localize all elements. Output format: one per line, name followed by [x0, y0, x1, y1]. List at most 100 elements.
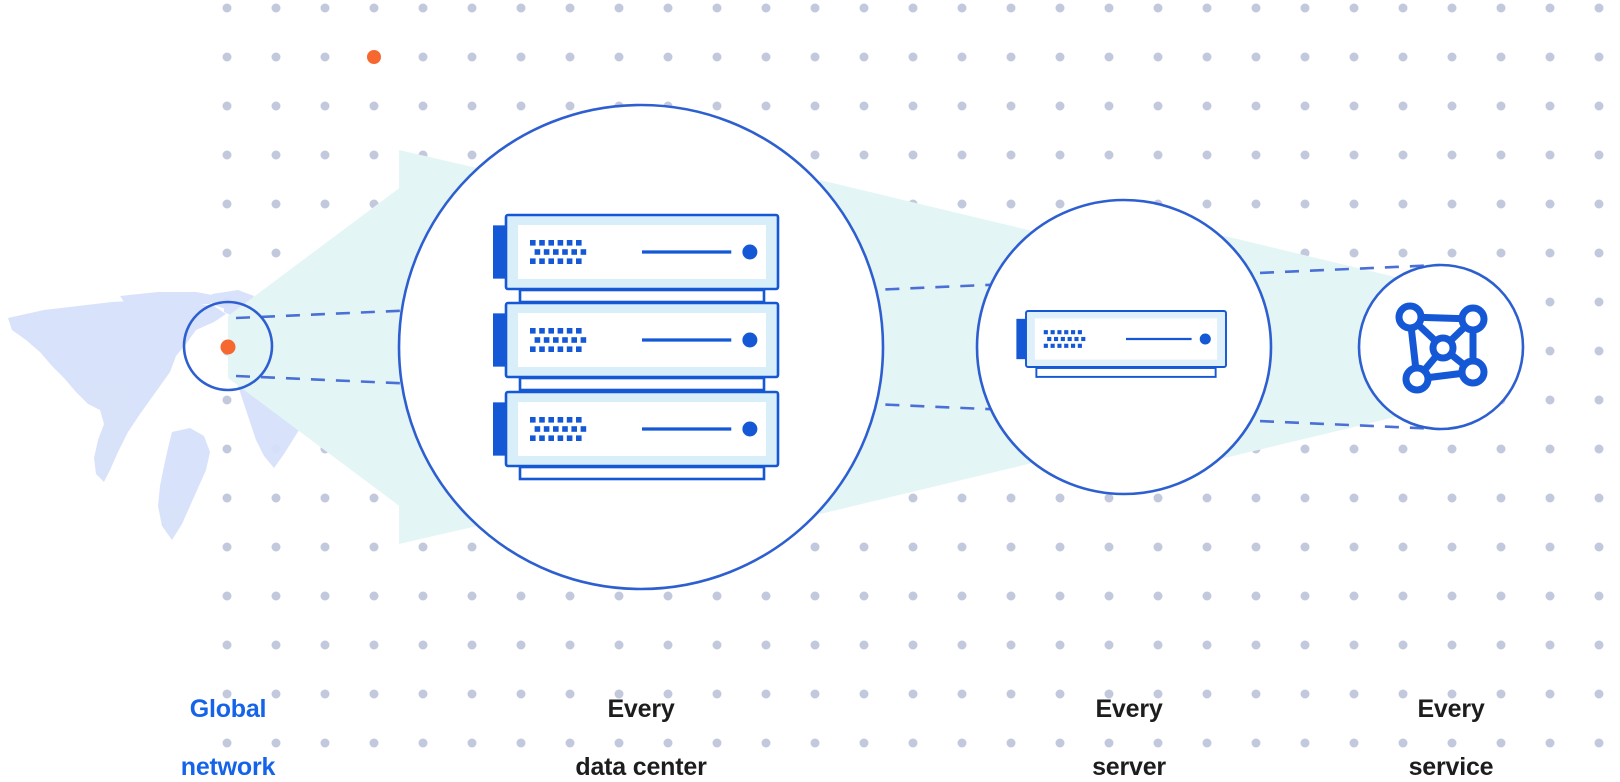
- server-led: [580, 249, 587, 255]
- grid-dot: [516, 52, 526, 62]
- label-every-service-line2: service: [1408, 753, 1494, 781]
- grid-dot: [1594, 640, 1604, 650]
- grid-dot: [1447, 3, 1457, 13]
- grid-dot: [1202, 689, 1212, 699]
- grid-dot: [1496, 444, 1506, 454]
- server-led: [548, 258, 554, 264]
- grid-dot: [810, 689, 820, 699]
- grid-dot: [1594, 3, 1604, 13]
- grid-dot: [1594, 150, 1604, 160]
- grid-dot: [1153, 591, 1163, 601]
- grid-dot: [1398, 689, 1408, 699]
- server-led: [530, 346, 536, 352]
- grid-dot: [1006, 640, 1016, 650]
- grid-dot: [908, 150, 918, 160]
- label-every-service: Every service: [1351, 666, 1551, 782]
- grid-dot: [957, 52, 967, 62]
- grid-dot: [1447, 199, 1457, 209]
- grid-dot: [1006, 591, 1016, 601]
- grid-dot: [320, 738, 330, 748]
- grid-dot: [859, 640, 869, 650]
- grid-dot: [663, 52, 673, 62]
- grid-dot: [1398, 591, 1408, 601]
- server-led: [557, 328, 564, 334]
- server-led: [1043, 343, 1048, 348]
- grid-dot: [320, 493, 330, 503]
- grid-dot: [761, 3, 771, 13]
- grid-dot: [957, 199, 967, 209]
- grid-dot: [271, 542, 281, 552]
- grid-dot: [1594, 542, 1604, 552]
- grid-dot: [1300, 444, 1310, 454]
- grid-dot: [1545, 493, 1555, 503]
- server-led: [576, 258, 582, 264]
- grid-dot: [712, 3, 722, 13]
- grid-dot: [859, 591, 869, 601]
- server-led: [534, 337, 541, 343]
- grid-dot: [908, 3, 918, 13]
- server-led: [543, 249, 550, 255]
- grid-dot: [810, 738, 820, 748]
- server-led: [1064, 330, 1069, 335]
- grid-dot: [1104, 493, 1114, 503]
- server-led: [1070, 330, 1076, 335]
- grid-dot: [222, 150, 232, 160]
- grid-dot: [663, 640, 673, 650]
- grid-dot: [1202, 52, 1212, 62]
- server-led: [530, 435, 536, 441]
- grid-dot: [761, 640, 771, 650]
- grid-dot: [761, 52, 771, 62]
- grid-dot: [1447, 150, 1457, 160]
- grid-dot: [957, 101, 967, 111]
- grid-dot: [1202, 591, 1212, 601]
- server-led: [576, 346, 582, 352]
- grid-dot: [712, 689, 722, 699]
- server-led: [543, 426, 550, 432]
- grid-dot: [810, 150, 820, 160]
- grid-dot: [908, 738, 918, 748]
- grid-dot: [1153, 150, 1163, 160]
- server-shelf: [518, 465, 766, 481]
- grid-dot: [1251, 101, 1261, 111]
- server-led: [530, 240, 536, 246]
- grid-dot: [1251, 493, 1261, 503]
- grid-dot: [1104, 738, 1114, 748]
- grid-dot: [369, 542, 379, 552]
- grid-dot: [222, 591, 232, 601]
- grid-dot: [467, 689, 477, 699]
- label-global-network: Global network: [128, 666, 328, 782]
- grid-dot: [1251, 738, 1261, 748]
- grid-dot: [271, 199, 281, 209]
- grid-dot: [1398, 640, 1408, 650]
- server-led: [548, 346, 554, 352]
- server-led: [576, 328, 582, 334]
- grid-dot: [1545, 52, 1555, 62]
- server-led: [539, 240, 545, 246]
- server-led: [571, 249, 577, 255]
- grid-dot: [1251, 3, 1261, 13]
- grid-dot: [859, 150, 869, 160]
- circle-service: [1357, 263, 1525, 431]
- grid-dot: [467, 591, 477, 601]
- grid-dot: [1398, 542, 1408, 552]
- server-led: [562, 426, 568, 432]
- grid-dot: [1496, 738, 1506, 748]
- grid-dot: [516, 591, 526, 601]
- grid-dot: [1496, 493, 1506, 503]
- grid-dot: [369, 150, 379, 160]
- grid-dot: [1006, 689, 1016, 699]
- grid-dot: [271, 101, 281, 111]
- circle-outlines: [397, 103, 1525, 591]
- server-led: [571, 426, 577, 432]
- grid-dot: [1447, 101, 1457, 111]
- grid-dot: [614, 738, 624, 748]
- server-led: [576, 435, 582, 441]
- grid-dot: [859, 689, 869, 699]
- grid-dot: [810, 3, 820, 13]
- grid-dot: [1006, 199, 1016, 209]
- server-led: [539, 435, 545, 441]
- grid-dot: [1349, 150, 1359, 160]
- server-led: [1074, 336, 1079, 342]
- grid-dot: [859, 542, 869, 552]
- label-every-server-line1: Every: [1095, 695, 1163, 723]
